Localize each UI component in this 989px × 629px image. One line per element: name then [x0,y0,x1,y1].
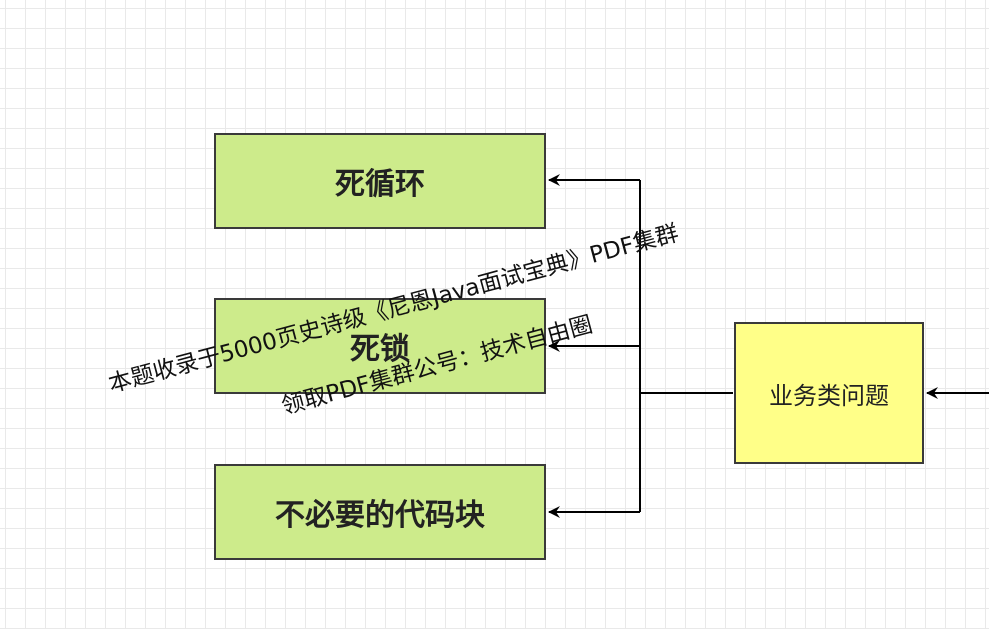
node-business-issues-label: 业务类问题 [769,381,889,410]
node-dead-loop-label: 死循环 [335,167,425,202]
node-deadlock-label: 死锁 [350,332,410,367]
node-dead-loop: 死循环 [214,133,546,229]
node-unnecessary-code: 不必要的代码块 [214,464,546,560]
node-deadlock: 死锁 [214,298,546,394]
node-unnecessary-code-label: 不必要的代码块 [275,498,485,533]
node-business-issues: 业务类问题 [734,322,924,464]
